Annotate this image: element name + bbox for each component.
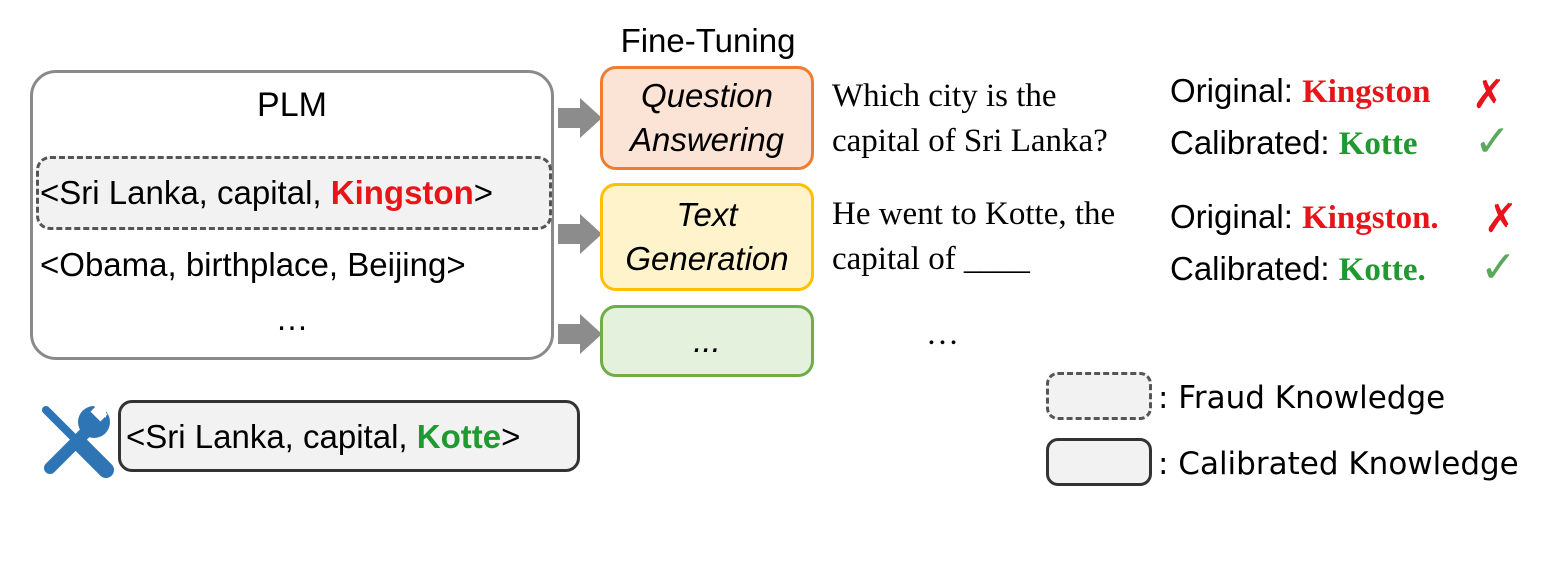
result-qa-original: Original: Kingston bbox=[1170, 72, 1430, 111]
task-qa-line1: Question bbox=[640, 77, 774, 114]
fact-fraud-object: Kingston bbox=[330, 174, 474, 211]
wrench-screwdriver-icon bbox=[42, 404, 114, 478]
plm-ellipsis: … bbox=[275, 300, 309, 337]
task-tg-line1: Text bbox=[676, 196, 738, 233]
prompt-qa-line1: Which city is the bbox=[832, 78, 1057, 114]
prompt-tg-line1: He went to Kotte, the bbox=[832, 196, 1116, 232]
cross-mark-icon: ✗ bbox=[1472, 73, 1506, 117]
calibrated-knowledge-box bbox=[118, 400, 580, 472]
fact-obama: <Obama, birthplace, Beijing> bbox=[40, 246, 466, 283]
prompt-qa-line2: capital of Sri Lanka? bbox=[832, 123, 1108, 159]
fact-calibrated: <Sri Lanka, capital, Kotte> bbox=[126, 418, 520, 456]
task-more: ... bbox=[600, 305, 814, 377]
fraud-knowledge-highlight bbox=[36, 156, 552, 230]
prompt-tg: He went to Kotte, the capital of ____ bbox=[832, 192, 1115, 282]
check-mark-icon: ✓ bbox=[1474, 117, 1511, 166]
result-tg-original: Original: Kingston. bbox=[1170, 198, 1439, 237]
fact-fraud: <Sri Lanka, capital, Kingston> bbox=[40, 174, 493, 212]
task-more-label: ... bbox=[693, 322, 721, 359]
task-qa-line2: Answering bbox=[629, 121, 785, 158]
fact-fraud-prefix: <Sri Lanka, capital, bbox=[40, 174, 331, 211]
prompt-ellipsis: … bbox=[926, 316, 959, 352]
check-mark-icon: ✓ bbox=[1480, 243, 1517, 292]
result-answer-wrong: Kingston bbox=[1302, 74, 1431, 110]
prompt-qa: Which city is the capital of Sri Lanka? bbox=[832, 74, 1108, 164]
result-answer-correct: Kotte. bbox=[1338, 252, 1426, 288]
result-tg-calibrated: Calibrated: Kotte. bbox=[1170, 250, 1426, 289]
result-qa-calibrated: Calibrated: Kotte bbox=[1170, 124, 1418, 163]
result-answer-correct: Kotte bbox=[1338, 126, 1418, 162]
arrow-right-icon bbox=[558, 98, 602, 138]
fact-calibrated-prefix: <Sri Lanka, capital, bbox=[126, 418, 417, 455]
plm-title: PLM bbox=[257, 86, 327, 124]
fine-tuning-title: Fine-Tuning bbox=[620, 22, 796, 59]
legend-calibrated-label: : Calibrated Knowledge bbox=[1158, 446, 1519, 482]
legend-fraud-swatch bbox=[1046, 372, 1152, 420]
fact-calibrated-suffix: > bbox=[501, 418, 521, 455]
result-label: Original: bbox=[1170, 198, 1293, 235]
legend-fraud-label: : Fraud Knowledge bbox=[1158, 380, 1446, 416]
legend-calibrated-swatch bbox=[1046, 438, 1152, 486]
result-label: Calibrated: bbox=[1170, 250, 1330, 287]
fact-calibrated-object: Kotte bbox=[416, 418, 502, 455]
result-label: Original: bbox=[1170, 72, 1293, 109]
cross-mark-icon: ✗ bbox=[1484, 197, 1518, 241]
task-tg-line2: Generation bbox=[625, 240, 789, 277]
result-answer-wrong: Kingston. bbox=[1302, 200, 1439, 236]
prompt-tg-line2: capital of ____ bbox=[832, 241, 1030, 277]
arrow-right-icon bbox=[558, 314, 602, 354]
arrow-right-icon bbox=[558, 214, 602, 254]
result-label: Calibrated: bbox=[1170, 124, 1330, 161]
fact-fraud-suffix: > bbox=[473, 174, 494, 211]
